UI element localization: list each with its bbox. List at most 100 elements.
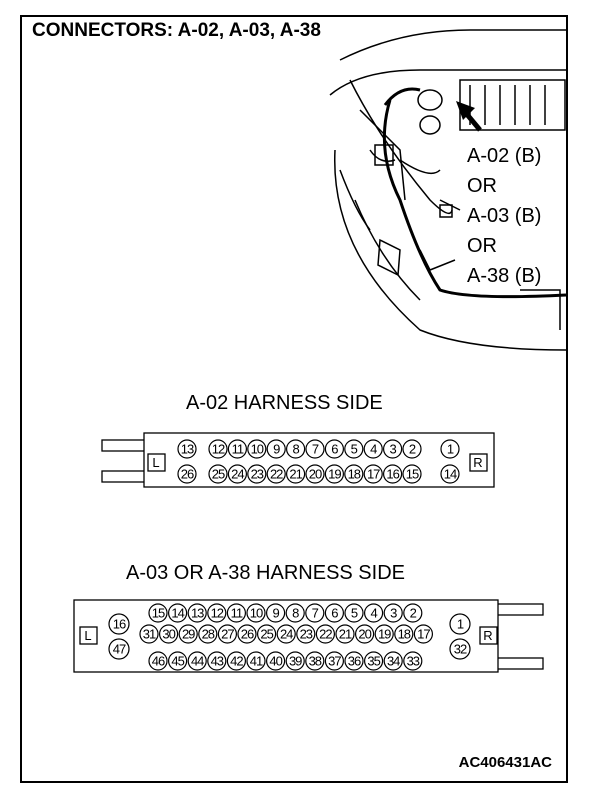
pin-36: 36 [344,651,364,671]
svg-text:12: 12 [211,606,224,621]
svg-text:8: 8 [292,442,299,457]
a02-left-mark: L [152,455,159,470]
pin-29: 29 [178,624,198,644]
svg-text:45: 45 [171,654,184,669]
pin-26: 26 [177,464,197,484]
svg-text:1: 1 [447,442,454,457]
pin-8: 8 [286,439,306,459]
svg-text:41: 41 [250,654,263,669]
pin-15: 15 [402,464,422,484]
svg-text:31: 31 [143,627,156,642]
pin-42: 42 [226,651,246,671]
pin-14: 14 [440,464,460,484]
pin-27: 27 [217,624,237,644]
pin-46: 46 [148,651,168,671]
pin-44: 44 [187,651,207,671]
svg-text:43: 43 [211,654,224,669]
svg-text:5: 5 [351,606,358,621]
svg-text:21: 21 [339,627,352,642]
pin-9: 9 [266,439,286,459]
location-label-a02: A-02 (B) [465,144,544,168]
location-label-a38: A-38 (B) [465,264,544,288]
svg-text:19: 19 [378,627,391,642]
svg-text:14: 14 [171,606,184,621]
pin-25: 25 [208,464,228,484]
pin-24: 24 [227,464,247,484]
pin-5: 5 [344,439,364,459]
svg-text:4: 4 [370,606,377,621]
figure-code: AC406431AC [458,754,552,771]
svg-text:24: 24 [280,627,293,642]
svg-text:38: 38 [309,654,322,669]
pin-28: 28 [198,624,218,644]
pin-41: 41 [246,651,266,671]
svg-text:11: 11 [231,606,243,621]
svg-text:3: 3 [390,606,397,621]
pin-16: 16 [108,613,130,635]
svg-text:6: 6 [331,606,338,621]
pin-32: 32 [449,638,471,660]
svg-text:25: 25 [212,467,225,482]
svg-text:28: 28 [202,627,215,642]
svg-text:14: 14 [444,467,457,482]
pin-33: 33 [403,651,423,671]
pin-39: 39 [285,651,305,671]
pin-18: 18 [344,464,364,484]
svg-text:7: 7 [312,606,319,621]
pin-25: 25 [257,624,277,644]
svg-text:13: 13 [181,442,194,457]
pin-3: 3 [383,439,403,459]
pin-30: 30 [159,624,179,644]
svg-text:15: 15 [406,467,419,482]
a03-left-mark: L [84,628,91,643]
pin-26: 26 [237,624,257,644]
pin-34: 34 [383,651,403,671]
svg-text:26: 26 [181,467,194,482]
a02-right-mark: R [473,455,482,470]
svg-text:12: 12 [212,442,225,457]
svg-text:18: 18 [348,467,361,482]
svg-text:29: 29 [182,627,195,642]
pin-20: 20 [355,624,375,644]
svg-text:22: 22 [319,627,332,642]
svg-text:9: 9 [273,442,280,457]
svg-text:40: 40 [269,654,282,669]
svg-text:19: 19 [328,467,341,482]
pin-16: 16 [383,464,403,484]
pin-13: 13 [177,439,197,459]
pin-2: 2 [403,603,423,623]
svg-text:30: 30 [162,627,175,642]
pin-40: 40 [266,651,286,671]
pin-1: 1 [449,613,471,635]
pin-1: 1 [440,439,460,459]
pin-38: 38 [305,651,325,671]
pin-20: 20 [305,464,325,484]
svg-text:46: 46 [152,654,165,669]
location-label-a03: A-03 (B) [465,204,544,228]
svg-text:2: 2 [409,442,416,457]
svg-text:20: 20 [309,467,322,482]
svg-text:10: 10 [250,606,263,621]
svg-text:2: 2 [410,606,417,621]
pin-17: 17 [363,464,383,484]
pin-11: 11 [226,603,246,623]
pin-31: 31 [139,624,159,644]
svg-text:32: 32 [454,642,467,657]
svg-text:9: 9 [272,606,279,621]
svg-text:24: 24 [231,467,244,482]
pin-4: 4 [363,439,383,459]
svg-text:39: 39 [289,654,302,669]
diagram-frame [20,15,568,783]
svg-text:11: 11 [232,442,244,457]
svg-text:3: 3 [389,442,396,457]
pin-19: 19 [324,464,344,484]
svg-text:18: 18 [398,627,411,642]
svg-text:15: 15 [152,606,165,621]
pin-47: 47 [108,638,130,660]
pin-23: 23 [247,464,267,484]
pin-24: 24 [276,624,296,644]
pin-22: 22 [266,464,286,484]
